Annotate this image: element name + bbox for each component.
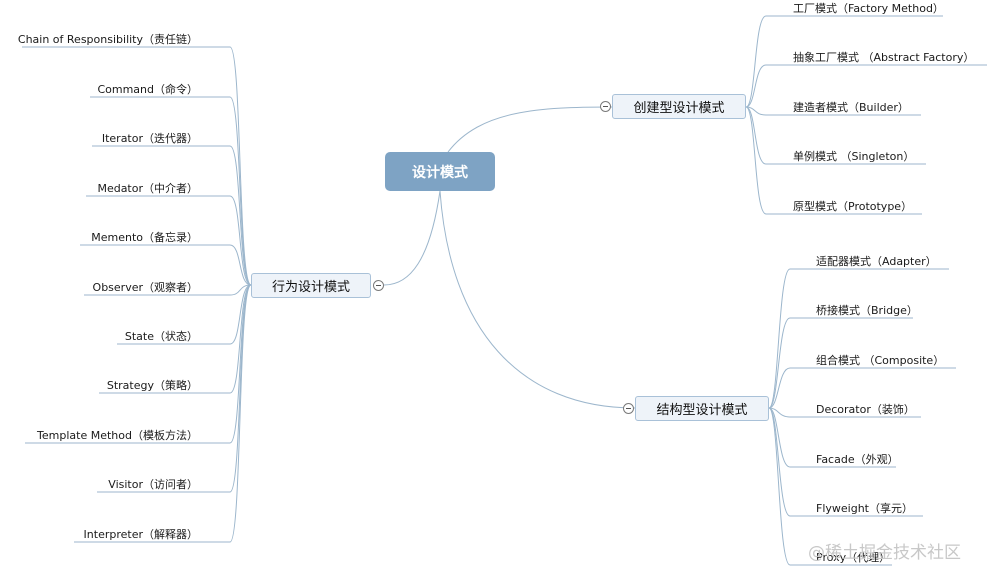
branch-creational-label: 创建型设计模式 (633, 101, 725, 116)
connector-root-behavioral (383, 190, 441, 286)
connector-behavioral-leaf (80, 244, 252, 286)
leaf-bridge[interactable]: 桥接模式（Bridge） (816, 304, 918, 317)
connector-root-creational (447, 106, 613, 153)
connector-behavioral-leaf (86, 195, 252, 286)
collapse-minus-icon[interactable] (373, 280, 384, 291)
connector-behavioral-leaf (99, 284, 252, 394)
leaf-observer[interactable]: Observer（观察者） (92, 281, 198, 294)
leaf-strategy[interactable]: Strategy（策略） (106, 379, 198, 392)
collapse-minus-icon[interactable] (600, 101, 611, 112)
leaf-adapter[interactable]: 适配器模式（Adapter） (816, 255, 937, 268)
leaf-singleton[interactable]: 单例模式 （Singleton） (793, 150, 915, 163)
connector-creational-leaf (745, 106, 921, 116)
branch-behavioral-label: 行为设计模式 (271, 280, 350, 295)
collapse-minus-icon[interactable] (623, 403, 634, 414)
leaf-prototype[interactable]: 原型模式（Prototype） (793, 200, 913, 213)
connector-behavioral-leaf (117, 284, 252, 345)
leaf-template-method[interactable]: Template Method（模板方法） (37, 429, 198, 442)
leaf-composite[interactable]: 组合模式 （Composite） (816, 354, 945, 367)
connector-behavioral-leaf (22, 46, 252, 286)
connector-behavioral-leaf (74, 284, 252, 543)
connector-structural-leaf (768, 317, 913, 409)
connector-behavioral-leaf (84, 284, 252, 296)
leaf-state[interactable]: State（状态） (124, 330, 198, 343)
connector-creational-leaf (745, 64, 987, 108)
connector-creational-leaf (745, 106, 926, 165)
leaf-proxy[interactable]: Proxy（代理） (816, 551, 891, 564)
connector-behavioral-leaf (25, 284, 252, 444)
connector-behavioral-leaf (90, 96, 252, 286)
branch-structural[interactable]: 结构型设计模式 (635, 396, 769, 421)
leaf-chain-of-responsibility[interactable]: Chain of Responsibility（责任链） (17, 33, 198, 46)
leaf-command[interactable]: Command（命令） (97, 83, 198, 96)
leaf-abstract-factory[interactable]: 抽象工厂模式 （Abstract Factory） (793, 51, 975, 64)
connector-structural-leaf (768, 407, 921, 418)
root-label: 设计模式 (412, 164, 468, 181)
connector-structural-leaf (768, 268, 949, 409)
branch-structural-label: 结构型设计模式 (656, 403, 748, 418)
connector-root-structural (439, 190, 636, 409)
connector-structural-leaf (768, 407, 896, 468)
connector-structural-leaf (768, 367, 956, 409)
connector-creational-leaf (745, 15, 943, 108)
root-node[interactable]: 设计模式 (385, 152, 495, 191)
leaf-mediator[interactable]: Medator（中介者） (97, 182, 198, 195)
connector-structural-leaf (768, 407, 892, 566)
leaf-facade[interactable]: Facade（外观） (816, 453, 899, 466)
leaf-iterator[interactable]: Iterator（迭代器） (101, 132, 198, 145)
connector-behavioral-leaf (92, 145, 252, 286)
leaf-memento[interactable]: Memento（备忘录） (91, 231, 198, 244)
branch-behavioral[interactable]: 行为设计模式 (251, 273, 371, 298)
leaf-decorator[interactable]: Decorator（装饰） (816, 403, 915, 416)
leaf-builder[interactable]: 建造者模式（Builder） (793, 101, 909, 114)
watermark-text: @稀土掘金技术社区 (808, 543, 961, 563)
branch-creational[interactable]: 创建型设计模式 (612, 94, 746, 119)
leaf-visitor[interactable]: Visitor（访问者） (108, 478, 198, 491)
connector-creational-leaf (745, 106, 922, 215)
leaf-factory-method[interactable]: 工厂模式（Factory Method） (793, 2, 944, 15)
leaf-interpreter[interactable]: Interpreter（解释器） (83, 528, 198, 541)
leaf-flyweight[interactable]: Flyweight（享元） (816, 502, 913, 515)
